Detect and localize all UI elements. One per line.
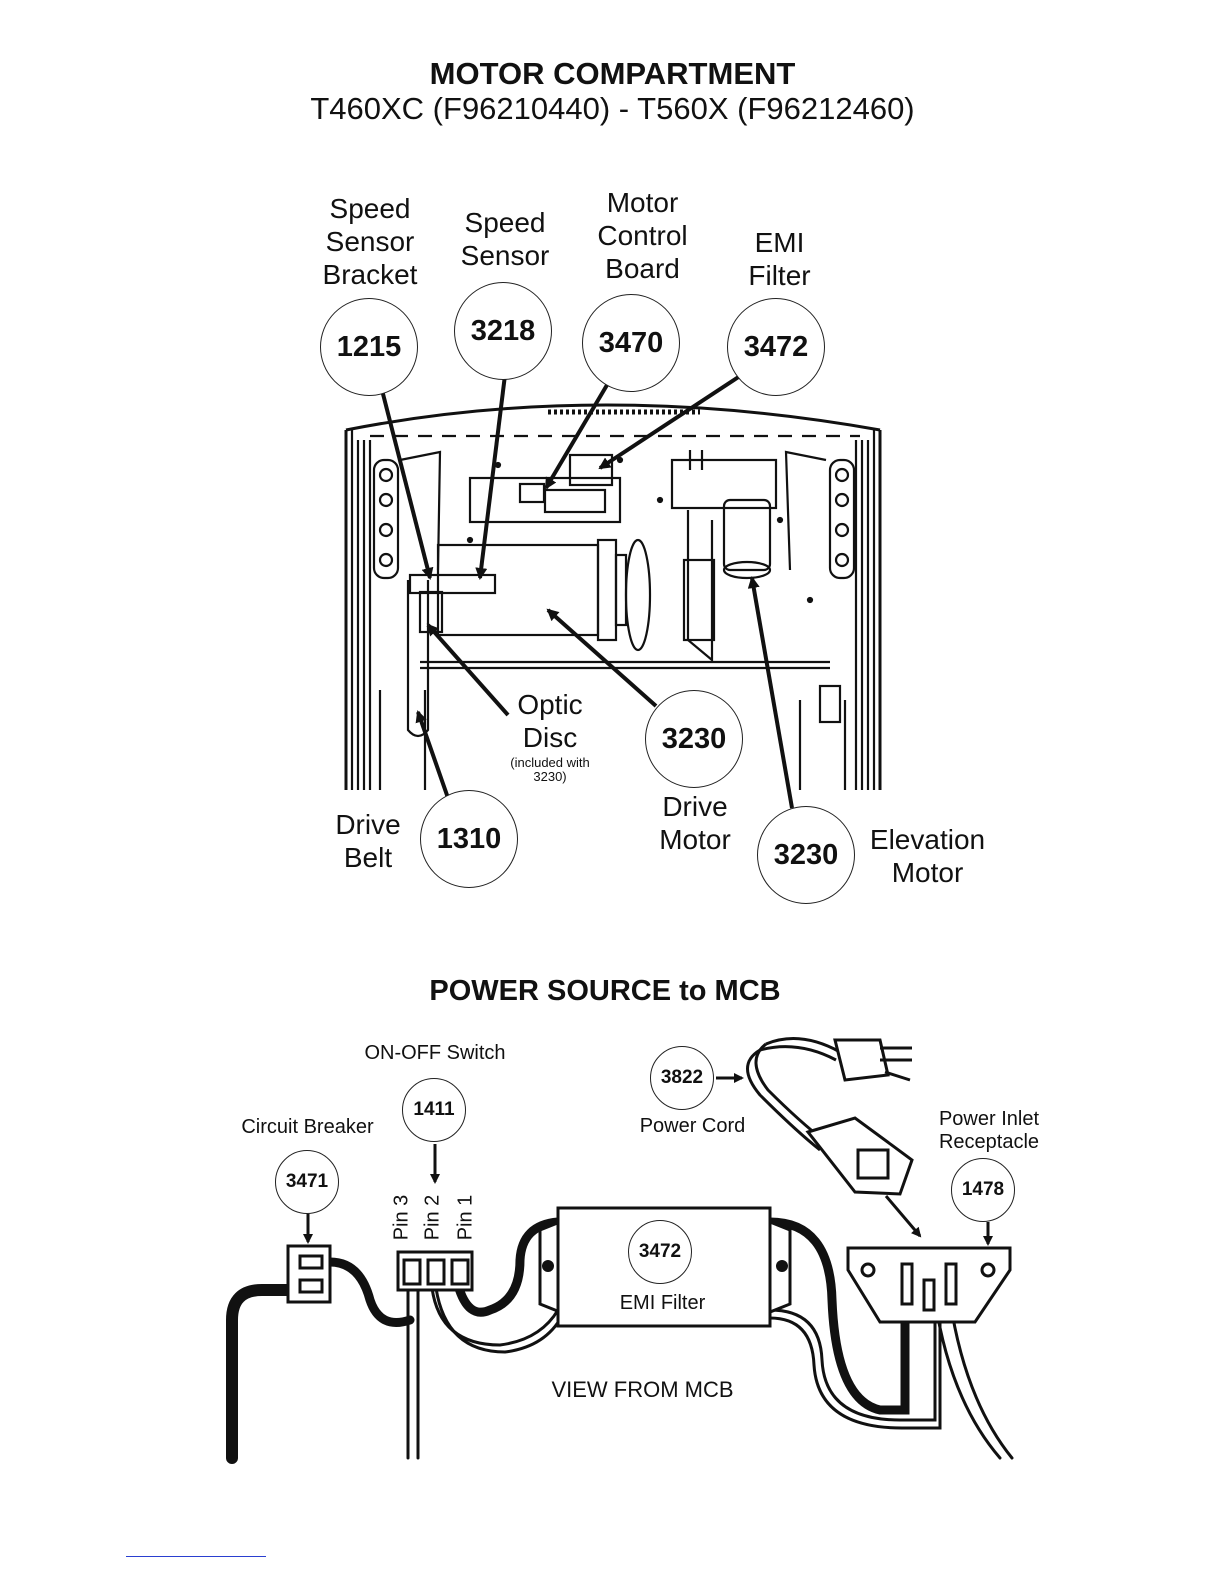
label-power-inlet: Power Inlet Receptacle: [938, 1108, 1040, 1153]
callout-1215: 1215: [320, 298, 418, 396]
leader-1215: [380, 389, 434, 580]
label-speed-sensor: Speed Sensor: [460, 207, 550, 271]
arrow-cord-to-inlet: [884, 1195, 922, 1238]
leader-3218: [475, 374, 507, 580]
label-optic-disc-note: (included with 3230): [510, 755, 590, 784]
model-subtitle: T460XC (F96210440) - T560X (F96212460): [310, 91, 915, 126]
label-motor-control-board: Motor Control Board: [597, 187, 688, 284]
callout-3472-filter: 3472: [628, 1220, 692, 1284]
label-pin1: Pin 1: [454, 1194, 477, 1241]
callout-3230-elevation: 3230: [757, 806, 855, 904]
power-source-title: POWER SOURCE to MCB: [429, 975, 781, 1007]
label-view-from-mcb: VIEW FROM MCB: [551, 1377, 734, 1402]
leader-3470: [544, 383, 609, 490]
callout-1478: 1478: [951, 1158, 1015, 1222]
leader-3472: [598, 374, 742, 470]
footer-rule: [126, 1556, 266, 1557]
label-pin3: Pin 3: [390, 1194, 413, 1241]
callout-3218: 3218: [454, 282, 552, 380]
label-on-off-switch: ON-OFF Switch: [364, 1042, 506, 1064]
leader-1310: [415, 710, 450, 799]
label-circuit-breaker: Circuit Breaker: [241, 1116, 374, 1138]
label-elevation-motor: Elevation Motor: [869, 824, 986, 888]
label-speed-sensor-bracket: Speed Sensor Bracket: [322, 193, 418, 290]
motor-compartment-title: MOTOR COMPARTMENT: [429, 56, 796, 91]
label-emi-filter-box: EMI Filter: [619, 1292, 706, 1314]
callout-3470: 3470: [582, 294, 680, 392]
callout-3472: 3472: [727, 298, 825, 396]
label-pin2: Pin 2: [421, 1194, 444, 1241]
leader-3230-drive: [546, 608, 658, 708]
leader-optic-disc: [426, 623, 510, 717]
label-optic-disc: Optic Disc: [517, 689, 583, 753]
callout-3230-drive: 3230: [645, 690, 743, 788]
label-drive-motor: Drive Motor: [659, 791, 731, 855]
leader-3230-elev: [747, 576, 794, 809]
label-drive-belt: Drive Belt: [335, 809, 401, 873]
label-power-cord: Power Cord: [639, 1115, 746, 1137]
callout-1411: 1411: [402, 1078, 466, 1142]
callout-1310: 1310: [420, 790, 518, 888]
callout-3822: 3822: [650, 1046, 714, 1110]
callout-3471: 3471: [275, 1150, 339, 1214]
label-emi-filter: EMI Filter: [748, 227, 811, 291]
